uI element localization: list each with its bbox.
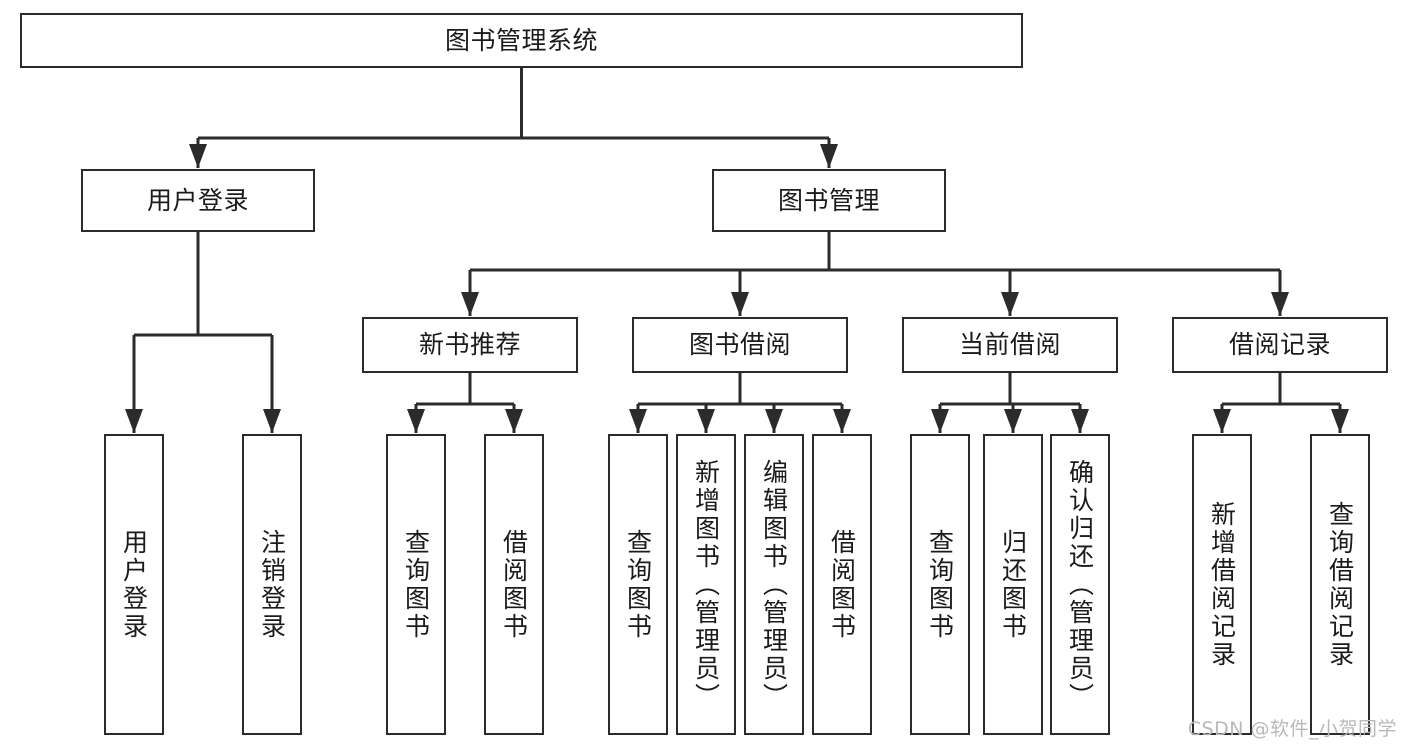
arrow-head-icon: [407, 409, 425, 433]
arrow-head-icon: [1004, 409, 1022, 433]
node-label: 查询图书: [925, 528, 955, 641]
node-label: 用户登录: [146, 185, 249, 215]
node-label: 归还图书: [998, 528, 1028, 641]
node-leaf-query-book-3: 查询图书: [910, 434, 970, 735]
node-leaf-user-login: 用户登录: [104, 434, 164, 735]
node-leaf-logout: 注销登录: [242, 434, 302, 735]
node-leaf-borrow-book-1: 借阅图书: [484, 434, 544, 735]
node-l2-new-book-rec: 新书推荐: [362, 317, 578, 373]
node-label: 当前借阅: [958, 330, 1061, 359]
node-leaf-confirm-return: 确认归还（管理员）: [1050, 434, 1110, 735]
node-l1-book-mgmt: 图书管理: [712, 169, 946, 232]
arrow-head-icon: [765, 409, 783, 433]
node-label: 查询图书: [401, 528, 431, 641]
arrow-head-icon: [697, 409, 715, 433]
node-l2-book-borrow: 图书借阅: [632, 317, 848, 373]
arrow-head-icon: [1071, 409, 1089, 433]
node-leaf-borrow-book-2: 借阅图书: [812, 434, 872, 735]
arrow-head-icon: [1271, 292, 1289, 316]
node-l1-user-login: 用户登录: [81, 169, 315, 232]
node-label: 新增借阅记录: [1207, 500, 1237, 669]
node-label: 编辑图书（管理员）: [759, 458, 789, 711]
node-label: 注销登录: [257, 528, 287, 641]
node-label: 图书借阅: [688, 330, 791, 359]
arrow-head-icon: [1331, 409, 1349, 433]
node-label: 确认归还（管理员）: [1065, 458, 1095, 711]
node-leaf-edit-book: 编辑图书（管理员）: [744, 434, 804, 735]
node-label: 查询借阅记录: [1325, 500, 1355, 669]
node-label: 新书推荐: [418, 330, 521, 359]
node-label: 图书管理: [777, 185, 880, 215]
node-leaf-return-book: 归还图书: [983, 434, 1043, 735]
node-l2-borrow-record: 借阅记录: [1172, 317, 1388, 373]
node-l2-current-borrow: 当前借阅: [902, 317, 1118, 373]
node-label: 借阅图书: [827, 528, 857, 641]
node-label: 新增图书（管理员）: [691, 458, 721, 711]
arrow-head-icon: [125, 409, 143, 433]
arrow-head-icon: [461, 292, 479, 316]
arrow-head-icon: [820, 144, 838, 168]
node-label: 用户登录: [119, 528, 149, 641]
arrow-head-icon: [505, 409, 523, 433]
node-leaf-add-record: 新增借阅记录: [1192, 434, 1252, 735]
node-leaf-add-book: 新增图书（管理员）: [676, 434, 736, 735]
node-label: 借阅记录: [1228, 330, 1331, 359]
arrow-head-icon: [263, 409, 281, 433]
node-root: 图书管理系统: [20, 13, 1023, 68]
arrow-head-icon: [1213, 409, 1231, 433]
node-leaf-query-record: 查询借阅记录: [1310, 434, 1370, 735]
arrow-head-icon: [931, 409, 949, 433]
arrow-head-icon: [629, 409, 647, 433]
node-label: 图书管理系统: [444, 25, 598, 55]
arrow-head-icon: [833, 409, 851, 433]
arrow-head-icon: [1001, 292, 1019, 316]
node-leaf-query-book-2: 查询图书: [608, 434, 668, 735]
node-label: 查询图书: [623, 528, 653, 641]
arrow-head-icon: [731, 292, 749, 316]
node-leaf-query-book-1: 查询图书: [386, 434, 446, 735]
node-label: 借阅图书: [499, 528, 529, 641]
arrow-head-icon: [189, 144, 207, 168]
